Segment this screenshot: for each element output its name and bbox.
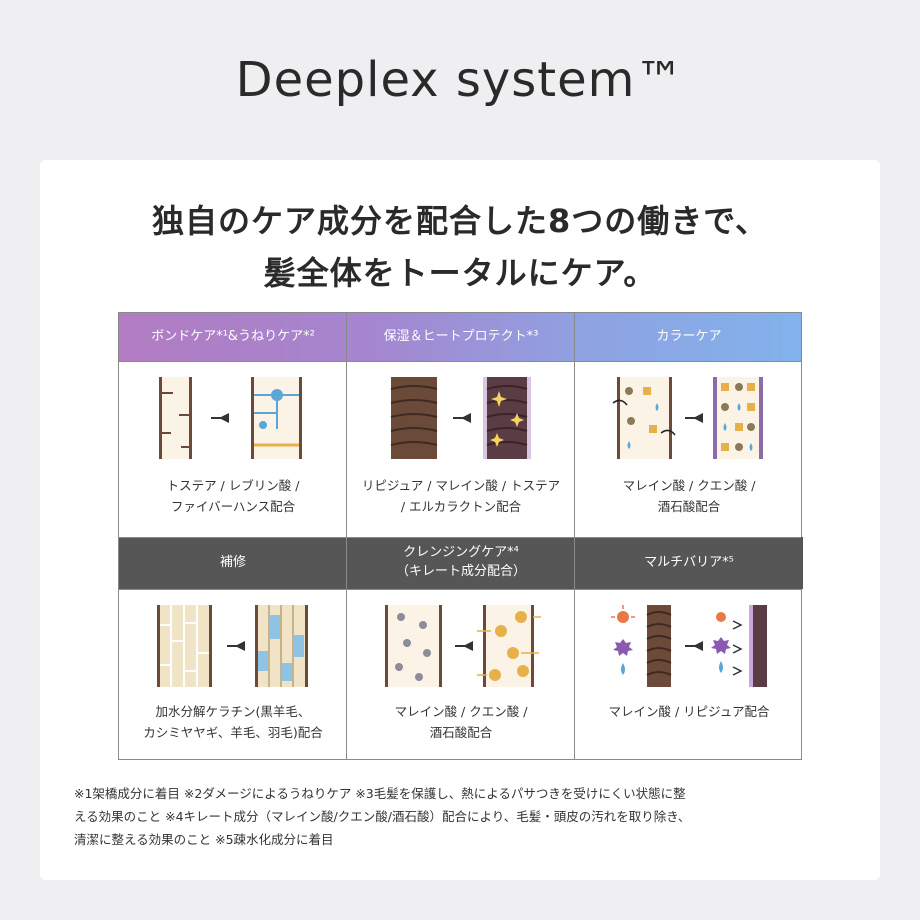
caption-repair: 加水分解ケラチン(黒羊毛、カシミヤヤギ、羊毛、羽毛)配合 xyxy=(143,704,323,741)
headline-line-1: 独自のケア成分を配合した8つの働きで、 xyxy=(152,202,768,240)
header-color-care: カラーケア xyxy=(656,328,722,344)
grid-divider xyxy=(119,537,801,538)
footnote-line: 清潔に整える効果のこと ※5疎水化成分に着目 xyxy=(74,832,334,848)
caption-color-care: マレイン酸 / クエン酸 /酒石酸配合 xyxy=(622,478,756,515)
caption-bond-care: トステア / レブリン酸 /ファイバーハンス配合 xyxy=(166,478,300,515)
caption-multi-barrier: マレイン酸 / リピジュア配合 xyxy=(608,704,770,719)
header-bond-care: ボンドケア*¹&うねりケア*² xyxy=(151,328,315,344)
bond-care-illustration xyxy=(159,377,302,459)
gradient-header-band xyxy=(119,313,801,361)
caption-cleansing-care: マレイン酸 / クエン酸 /酒石酸配合 xyxy=(394,704,528,741)
page-title: Deeplex system™ xyxy=(235,52,685,108)
footnote-line: える効果のこと ※4キレート成分（マレイン酸/クエン酸/酒石酸）配合により、毛髪… xyxy=(74,809,691,825)
cleansing-care-illustration xyxy=(385,605,541,687)
footnotes: ※1架橋成分に着目 ※2ダメージによるうねりケア ※3毛髪を保護し、熱によるパサ… xyxy=(74,782,854,851)
header-cleansing-care: クレンジングケア*⁴（キレート成分配合） xyxy=(347,537,575,589)
header-repair: 補修 xyxy=(119,537,347,589)
grid-divider xyxy=(119,589,801,590)
headline-line-2: 髪全体をトータルにケア。 xyxy=(263,254,657,292)
color-care-illustration xyxy=(612,377,763,459)
header-moisture-heat: 保湿＆ヒートプロテクト*³ xyxy=(383,328,539,344)
content-card: 独自のケア成分を配合した8つの働きで、 髪全体をトータルにケア。 ボンドケア*¹… xyxy=(40,160,880,880)
grid-divider xyxy=(119,361,801,362)
repair-illustration xyxy=(157,605,308,687)
caption-moisture-heat: リピジュア / マレイン酸 / トステア/ エルカラクトン配合 xyxy=(361,478,561,515)
moisture-heat-illustration xyxy=(390,377,531,459)
grid-divider xyxy=(346,313,347,759)
multi-barrier-illustration xyxy=(611,605,767,687)
header-multi-barrier: マルチバリア*⁵ xyxy=(575,537,803,589)
feature-grid: ボンドケア*¹&うねりケア*² 保湿＆ヒートプロテクト*³ カラーケア xyxy=(118,312,803,760)
grid-divider xyxy=(574,313,575,759)
footnote-line: ※1架橋成分に着目 ※2ダメージによるうねりケア ※3毛髪を保護し、熱によるパサ… xyxy=(74,786,686,801)
